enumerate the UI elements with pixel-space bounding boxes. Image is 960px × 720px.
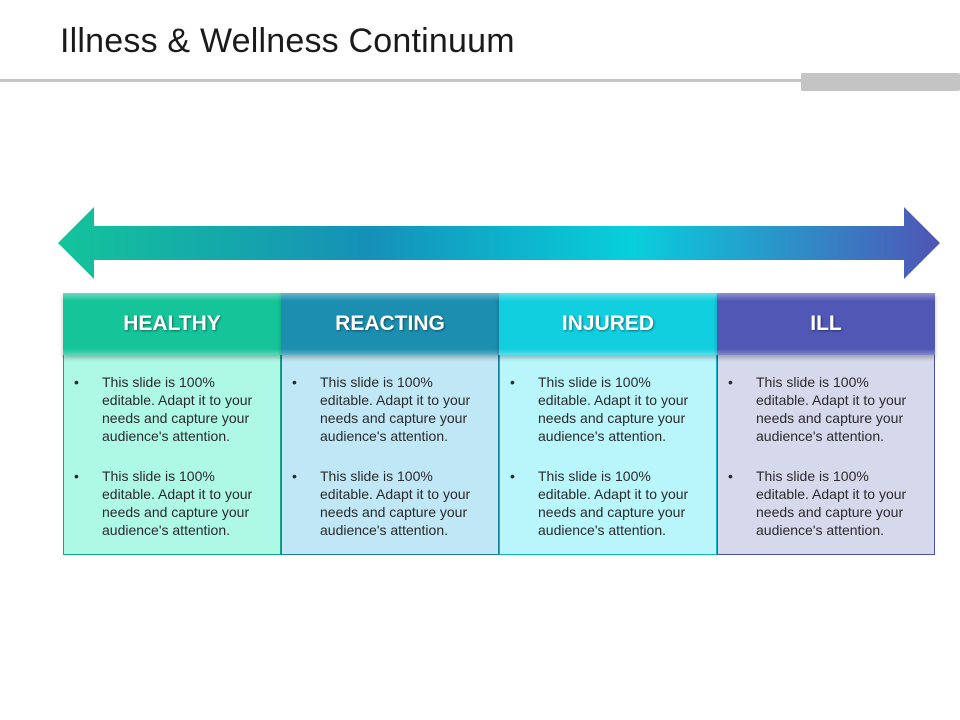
stage-header: REACTING <box>281 293 499 355</box>
bullet-icon: • <box>510 374 515 390</box>
bullet-icon: • <box>292 468 297 484</box>
list-item: •This slide is 100% editable. Adapt it t… <box>292 468 471 538</box>
list-item: •This slide is 100% editable. Adapt it t… <box>510 468 689 538</box>
stage-body: •This slide is 100% editable. Adapt it t… <box>717 355 935 555</box>
continuum-arrow <box>58 207 940 279</box>
bullet-icon: • <box>728 374 733 390</box>
page-title: Illness & Wellness Continuum <box>60 22 515 60</box>
stage-ill: ILL •This slide is 100% editable. Adapt … <box>717 293 935 555</box>
title-accent-bar <box>801 73 960 91</box>
double-arrow-icon <box>58 207 940 279</box>
list-item: •This slide is 100% editable. Adapt it t… <box>292 374 471 444</box>
stage-reacting: REACTING •This slide is 100% editable. A… <box>281 293 499 555</box>
list-item: •This slide is 100% editable. Adapt it t… <box>728 374 907 444</box>
bullet-icon: • <box>292 374 297 390</box>
bullet-icon: • <box>74 468 79 484</box>
stage-body: •This slide is 100% editable. Adapt it t… <box>281 355 499 555</box>
list-item: •This slide is 100% editable. Adapt it t… <box>74 468 253 538</box>
stage-healthy: HEALTHY •This slide is 100% editable. Ad… <box>63 293 281 555</box>
bullet-icon: • <box>728 468 733 484</box>
stage-header: INJURED <box>499 293 717 355</box>
stage-header: ILL <box>717 293 935 355</box>
list-item: •This slide is 100% editable. Adapt it t… <box>728 468 907 538</box>
stage-header: HEALTHY <box>63 293 281 355</box>
stage-body: •This slide is 100% editable. Adapt it t… <box>63 355 281 555</box>
bullet-icon: • <box>510 468 515 484</box>
title-divider <box>0 79 960 82</box>
bullet-icon: • <box>74 374 79 390</box>
list-item: •This slide is 100% editable. Adapt it t… <box>510 374 689 444</box>
stage-columns: HEALTHY •This slide is 100% editable. Ad… <box>63 293 935 555</box>
stage-body: •This slide is 100% editable. Adapt it t… <box>499 355 717 555</box>
stage-injured: INJURED •This slide is 100% editable. Ad… <box>499 293 717 555</box>
list-item: •This slide is 100% editable. Adapt it t… <box>74 374 253 444</box>
